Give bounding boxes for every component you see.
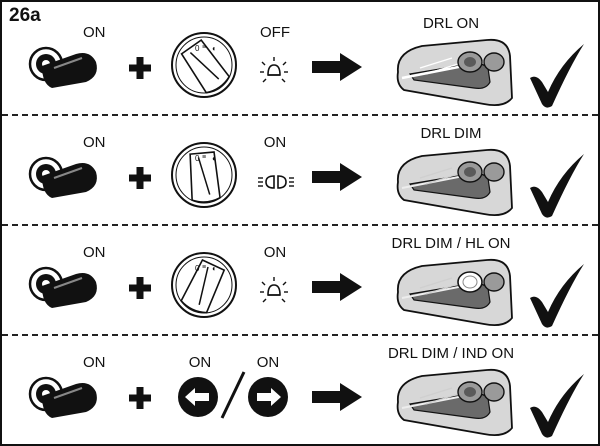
- parking-light-icon: [260, 277, 288, 303]
- plus-icon: [129, 57, 151, 79]
- parking-light-icon: [260, 57, 288, 83]
- row-3: 0 ≡ ◐: [0, 224, 600, 334]
- svg-text:◐: ◐: [212, 154, 217, 163]
- row-4-graphics: [28, 368, 584, 438]
- light-switch-icon: 0 ≡ ◐: [171, 142, 237, 208]
- key-state-label: ON: [83, 244, 106, 261]
- low-beam-icon: [258, 175, 294, 189]
- result-label: DRL DIM: [420, 125, 482, 142]
- svg-text:≡: ≡: [202, 44, 206, 51]
- headlight-drl-dim-ind-on-icon: [396, 368, 513, 437]
- switch-state-label: ON: [263, 244, 287, 261]
- figure-label: 26a: [9, 5, 41, 26]
- svg-text:≡: ≡: [202, 264, 206, 271]
- checkmark-icon: [530, 154, 584, 218]
- indicator-right-state-label: ON: [256, 354, 280, 371]
- light-switch-icon: 0 ≡ ◐: [171, 252, 237, 318]
- result-label: DRL ON: [422, 15, 480, 32]
- plus-icon: [129, 387, 151, 409]
- row-4: ON ON ON DRL DIM / IND ON: [0, 334, 600, 444]
- result-arrow-icon: [312, 163, 362, 191]
- headlight-drl-dim-hl-on-icon: [396, 258, 513, 327]
- indicator-left-icon: [178, 377, 218, 417]
- row-2-graphics: 0 ≡ ◐: [28, 142, 584, 218]
- indicator-right-icon: [248, 377, 288, 417]
- result-label: DRL DIM / IND ON: [387, 345, 515, 362]
- row-divider: [2, 334, 598, 336]
- ignition-key-icon: [28, 376, 97, 418]
- svg-text:0: 0: [195, 264, 200, 273]
- row-3-graphics: 0 ≡ ◐: [28, 252, 584, 328]
- svg-text:0: 0: [195, 154, 200, 163]
- result-label: DRL DIM / HL ON: [391, 235, 511, 252]
- checkmark-icon: [530, 374, 584, 438]
- svg-text:0: 0: [195, 44, 200, 53]
- headlight-drl-dim-icon: [396, 148, 513, 217]
- slash-separator: [220, 371, 246, 419]
- light-switch-icon: 0 ≡ ◐: [171, 32, 237, 98]
- key-state-label: ON: [83, 354, 106, 371]
- ignition-key-icon: [28, 266, 97, 308]
- row-2: 0 ≡ ◐: [0, 114, 600, 224]
- indicator-left-state-label: ON: [188, 354, 212, 371]
- key-state-label: ON: [83, 24, 106, 41]
- checkmark-icon: [530, 44, 584, 108]
- switch-state-label: OFF: [260, 24, 290, 41]
- plus-icon: [129, 167, 151, 189]
- switch-state-label: ON: [263, 134, 287, 151]
- key-state-label: ON: [83, 134, 106, 151]
- svg-text:◐: ◐: [212, 264, 217, 273]
- ignition-key-icon: [28, 156, 97, 198]
- svg-text:◐: ◐: [212, 44, 217, 53]
- row-1-graphics: 0 ≡ ◐: [28, 32, 584, 108]
- svg-text:≡: ≡: [202, 154, 206, 161]
- result-arrow-icon: [312, 273, 362, 301]
- plus-icon: [129, 277, 151, 299]
- ignition-key-icon: [28, 46, 97, 88]
- row-divider: [2, 224, 598, 226]
- checkmark-icon: [530, 264, 584, 328]
- result-arrow-icon: [312, 53, 362, 81]
- row-divider: [2, 114, 598, 116]
- headlight-drl-on-icon: [396, 38, 513, 107]
- row-1: 0 ≡ ◐: [0, 4, 600, 114]
- result-arrow-icon: [312, 383, 362, 411]
